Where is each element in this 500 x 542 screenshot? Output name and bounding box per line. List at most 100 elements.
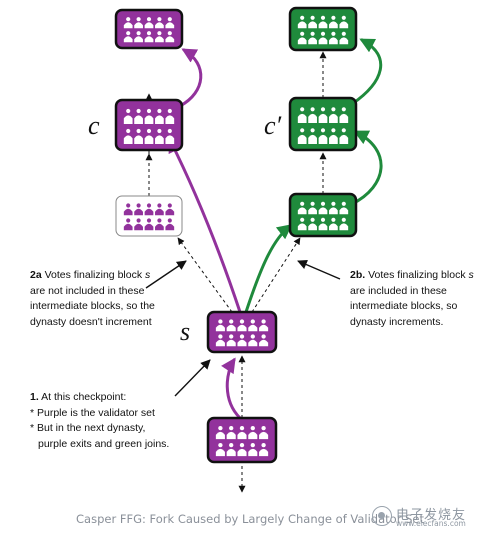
note-1-number: 1. [30,391,39,403]
validator-body [165,36,175,43]
validator-body [297,113,307,123]
validator-body [297,37,307,45]
callout-arrows [145,259,341,397]
validator-body [259,324,269,332]
validator-head [320,15,326,20]
validator-body [215,448,225,457]
validator-head [341,31,346,36]
validator-body [134,223,143,231]
validator-body [144,223,154,231]
block-s [206,310,278,354]
validator-body [144,208,154,216]
validator-body [259,431,269,440]
validator-head [239,442,245,448]
validator-head [136,128,141,134]
validator-body [134,36,143,43]
validator-head [261,319,266,324]
validator-body [318,113,328,123]
validator-head [331,31,336,36]
note-2b-s: s [468,269,474,281]
validator-body [339,113,349,123]
validator-head [157,218,162,223]
validator-head [320,201,326,206]
validator-body [134,135,143,144]
validator-head [310,217,315,222]
validator-icons [123,203,175,231]
pointer-2a [145,260,187,289]
validator-head [218,425,223,431]
validator-head [126,108,131,114]
watermark: 电子发烧友 www.elecfans.com [372,504,494,530]
validator-body [165,115,175,124]
pointer-1 [174,359,211,397]
validator-head [218,442,223,448]
validator-body [297,134,307,144]
validator-head [320,107,326,112]
validator-body [297,207,307,215]
pointer-2b [297,259,341,280]
validator-head [146,128,152,134]
validator-icons [297,15,349,45]
validator-head [146,31,152,36]
validator-body [155,208,164,216]
validator-head [136,17,141,22]
validator-body [155,115,164,124]
validator-head [320,128,326,133]
validator-head [229,425,234,431]
validator-body [144,22,154,29]
validator-body [339,37,349,45]
validator-body [226,448,236,457]
validator-head [300,217,305,222]
note-2b: 2b. Votes finalizing block s are include… [350,268,482,330]
validator-body [318,37,328,45]
validator-head [229,334,234,339]
note-2a-text-after: are not included in these intermediate b… [30,284,155,328]
validator-body [308,113,317,123]
note-2b-number: 2b. [350,269,366,281]
validator-body [329,37,338,45]
validator-head [331,15,336,20]
validator-body [318,134,328,144]
validator-head [136,31,141,36]
validator-body [226,339,236,347]
note-2a-s: s [145,269,151,281]
validator-icons [297,201,349,231]
validator-body [318,21,328,29]
block-left-intermediate [115,195,183,237]
note-1-line3: purple exits and green joins. [38,437,170,450]
validator-head [320,217,326,222]
watermark-url: www.elecfans.com [396,519,466,528]
validator-head [126,31,131,36]
validator-head [157,31,162,36]
validator-head [310,15,315,20]
validator-head [250,425,255,431]
validator-body [329,21,338,29]
validator-body [237,448,247,457]
validator-body [123,115,133,124]
validator-body [318,207,328,215]
validator-body [134,208,143,216]
validator-body [308,223,317,231]
validator-head [341,128,346,133]
block-right-intermediate [288,192,358,238]
validator-body [259,339,269,347]
validator-body [155,22,164,29]
validator-body [144,36,154,43]
validator-head [218,319,223,324]
validator-head [250,319,255,324]
validator-head [126,203,131,208]
purple-arc-s-to-c [168,137,242,314]
validator-head [331,217,336,222]
validator-head [167,128,172,134]
green-arc-c-prime-to-right-top [350,38,383,106]
vote-arcs [168,38,383,420]
validator-head [300,107,305,112]
watermark-logo-icon [372,506,392,526]
green-arc-s-to-right-intermediate [244,224,293,314]
validator-head [331,107,336,112]
validator-head [167,203,172,208]
validator-head [146,218,152,223]
validator-body [123,22,133,29]
validator-icons [297,107,349,144]
validator-head [146,17,152,22]
